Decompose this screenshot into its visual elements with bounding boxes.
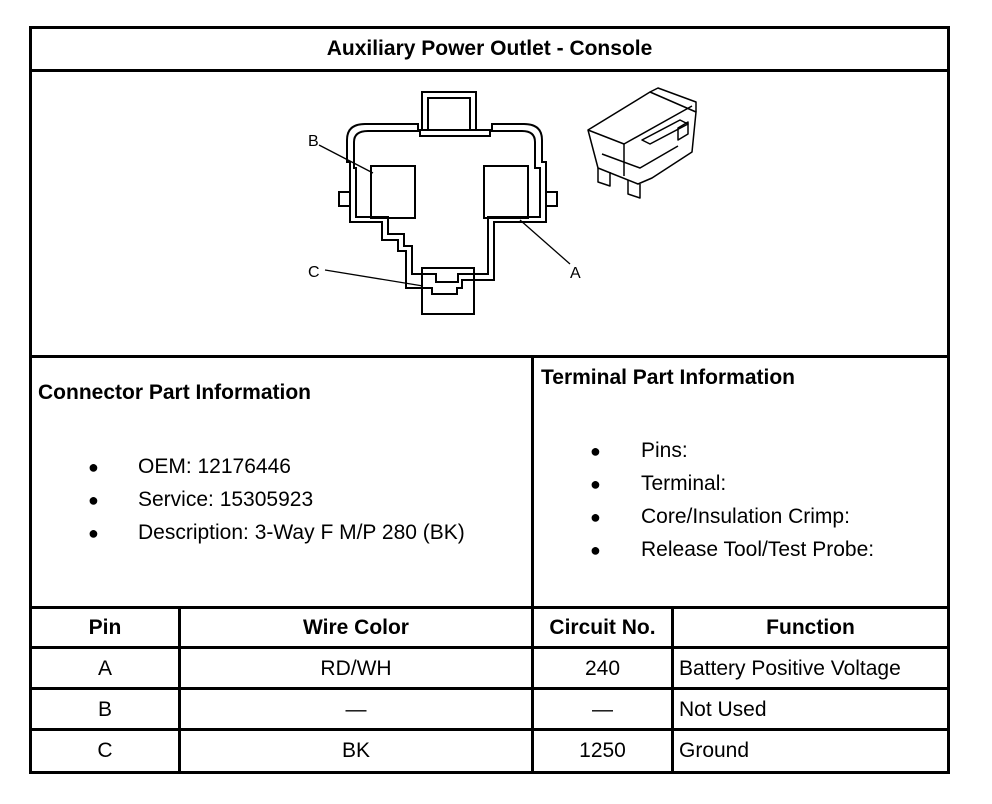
bullet: ● <box>88 457 99 477</box>
bullet: ● <box>590 474 601 494</box>
pin-label-c: C <box>308 264 320 281</box>
terminal-pins: Pins: <box>641 439 688 462</box>
cavity-a <box>483 165 529 219</box>
cell-function: Not Used <box>679 698 767 721</box>
cell-circuit-no: 240 <box>584 657 621 680</box>
cavity-b <box>370 165 416 219</box>
cell-wire-color: — <box>345 698 367 721</box>
pin-label-b: B <box>308 133 319 150</box>
connector-face-diagram: B C A <box>308 87 697 315</box>
cell-circuit-no: 1250 <box>579 739 626 762</box>
bullet: ● <box>590 441 601 461</box>
bullet: ● <box>590 507 601 527</box>
cell-pin: A <box>97 657 112 680</box>
cell-wire-color: RD/WH <box>320 657 392 680</box>
terminal-info-heading: Terminal Part Information <box>541 366 795 389</box>
header-circuit-no: Circuit No. <box>549 616 656 639</box>
pin-cavities <box>370 165 529 315</box>
bullet: ● <box>590 540 601 560</box>
cell-function: Battery Positive Voltage <box>679 657 901 680</box>
title-divider <box>32 69 947 72</box>
cavity-c <box>421 267 475 315</box>
connector-service: Service: 15305923 <box>138 488 314 511</box>
terminal-crimp: Core/Insulation Crimp: <box>641 505 850 528</box>
connector-info-heading: Connector Part Information <box>38 381 312 404</box>
connector-isometric-icon <box>587 87 697 199</box>
header-wire-color: Wire Color <box>303 616 409 639</box>
connector-description: Description: 3-Way F M/P 280 (BK) <box>138 521 465 544</box>
cell-circuit-no: — <box>592 698 613 721</box>
bullet: ● <box>88 523 99 543</box>
cell-wire-color: BK <box>341 739 370 762</box>
cell-pin: C <box>97 739 113 762</box>
info-split-line <box>531 355 534 606</box>
connector-face-outline <box>338 91 558 295</box>
header-pin: Pin <box>88 616 122 639</box>
cell-pin: B <box>97 698 112 721</box>
cell-function: Ground <box>679 739 750 762</box>
bullet: ● <box>88 490 99 510</box>
terminal-terminal: Terminal: <box>641 472 727 495</box>
pin-leader-lines <box>318 144 571 287</box>
page-title: Auxiliary Power Outlet - Console <box>326 37 653 60</box>
diagram-divider <box>32 355 947 358</box>
connector-pinout-sheet: Auxiliary Power Outlet - Console B C <box>29 26 950 774</box>
connector-oem: OEM: 12176446 <box>138 455 291 478</box>
terminal-release-tool: Release Tool/Test Probe: <box>641 538 875 561</box>
pin-label-a: A <box>570 265 581 282</box>
header-function: Function <box>766 616 855 639</box>
